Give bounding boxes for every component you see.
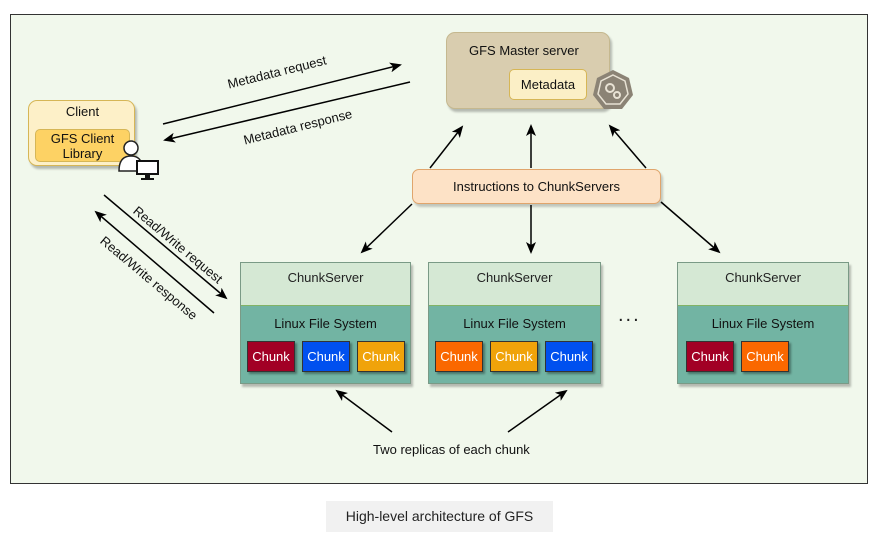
chunk: Chunk	[435, 341, 483, 372]
instr-to-cs3-arrow	[660, 201, 721, 254]
linux-fs-label: Linux File System	[711, 316, 815, 331]
metadata-request-arrow	[162, 62, 402, 125]
rw-request-arrow	[103, 194, 228, 300]
chunk: Chunk	[357, 341, 405, 372]
replica-arrow-left	[335, 389, 393, 433]
figure-caption: High-level architecture of GFS	[326, 501, 553, 532]
chunk: Chunk	[686, 341, 734, 372]
hexagon-gear-icon	[593, 70, 633, 109]
chunk: Chunk	[247, 341, 295, 372]
instr-to-master-left-arrow	[429, 125, 464, 169]
linux-fs-label: Linux File System	[463, 316, 566, 331]
metadata-response-arrow	[163, 81, 411, 143]
gfs-client-library: GFS Client Library	[35, 129, 130, 162]
chunk: Chunk	[545, 341, 593, 372]
chunk: Chunk	[302, 341, 350, 372]
master-server-box: GFS Master server Metadata	[446, 32, 610, 109]
client-title: Client	[65, 104, 100, 119]
instr-to-master-right-arrow	[608, 124, 647, 169]
user-computer-icon	[118, 140, 159, 180]
chunk: Chunk	[490, 341, 538, 372]
chunkserver-3: ChunkServer Linux File System Chunk Chun…	[677, 262, 849, 384]
chunkserver-1: ChunkServer Linux File System Chunk Chun…	[240, 262, 411, 384]
chunkserver-2: ChunkServer Linux File System Chunk Chun…	[428, 262, 601, 384]
master-title: GFS Master server	[469, 43, 579, 58]
metadata-box: Metadata	[509, 69, 587, 100]
replicas-label: Two replicas of each chunk	[373, 442, 530, 457]
more-servers-ellipsis: ...	[618, 304, 641, 326]
client-box: Client GFS Client Library	[28, 100, 135, 166]
instructions-box: Instructions to ChunkServers	[412, 169, 661, 204]
chunkserver-title: ChunkServer	[241, 263, 410, 306]
replica-arrow-right	[507, 389, 568, 433]
chunkserver-title: ChunkServer	[429, 263, 600, 306]
linux-fs-label: Linux File System	[274, 316, 377, 331]
diagram-frame	[10, 14, 868, 484]
chunk: Chunk	[741, 341, 789, 372]
rw-response-arrow	[94, 210, 215, 314]
instr-to-cs1-arrow	[360, 203, 413, 254]
chunkserver-title: ChunkServer	[678, 263, 848, 306]
